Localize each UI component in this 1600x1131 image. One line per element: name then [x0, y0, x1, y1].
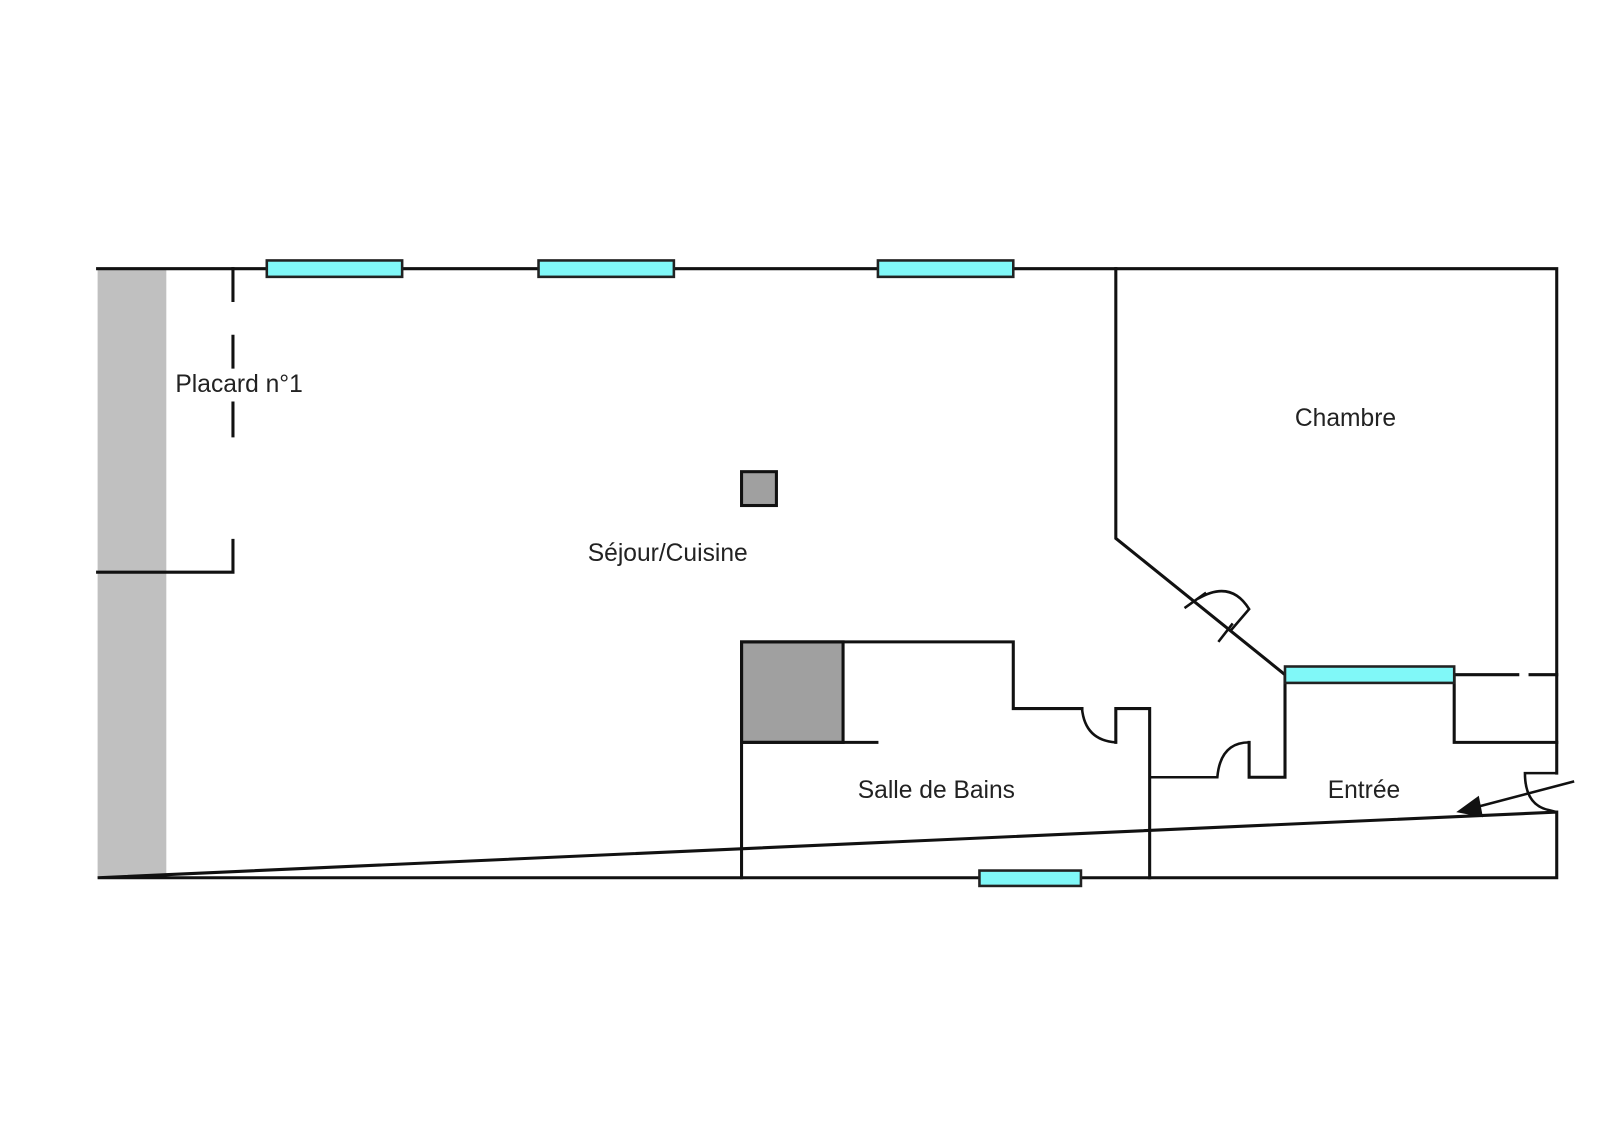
- placard-wall: [96, 538, 235, 574]
- bathroom-door-arc: [1080, 708, 1116, 744]
- front-door: [1523, 771, 1558, 814]
- window: [1283, 665, 1456, 685]
- entree-wall: [1247, 673, 1287, 779]
- chambre-wall: [1114, 267, 1288, 677]
- chambre-door: [1183, 589, 1251, 643]
- room-label-chambre: Chambre: [1295, 405, 1396, 432]
- pillar: [740, 470, 778, 508]
- bathroom-wall: [740, 640, 1152, 880]
- room-label-sejour: Séjour/Cuisine: [588, 540, 748, 567]
- closet-wall: [1452, 673, 1559, 744]
- shower: [740, 640, 845, 744]
- entry-arrow-icon: [1456, 780, 1575, 818]
- window: [876, 259, 1015, 279]
- window: [978, 869, 1083, 888]
- room-label-placard: Placard n°1: [175, 371, 302, 398]
- window: [537, 259, 676, 279]
- entree-door-arc: [1149, 741, 1250, 779]
- window: [265, 259, 404, 279]
- room-label-entree: Entrée: [1328, 777, 1400, 804]
- room-label-salle-de-bains: Salle de Bains: [858, 777, 1015, 804]
